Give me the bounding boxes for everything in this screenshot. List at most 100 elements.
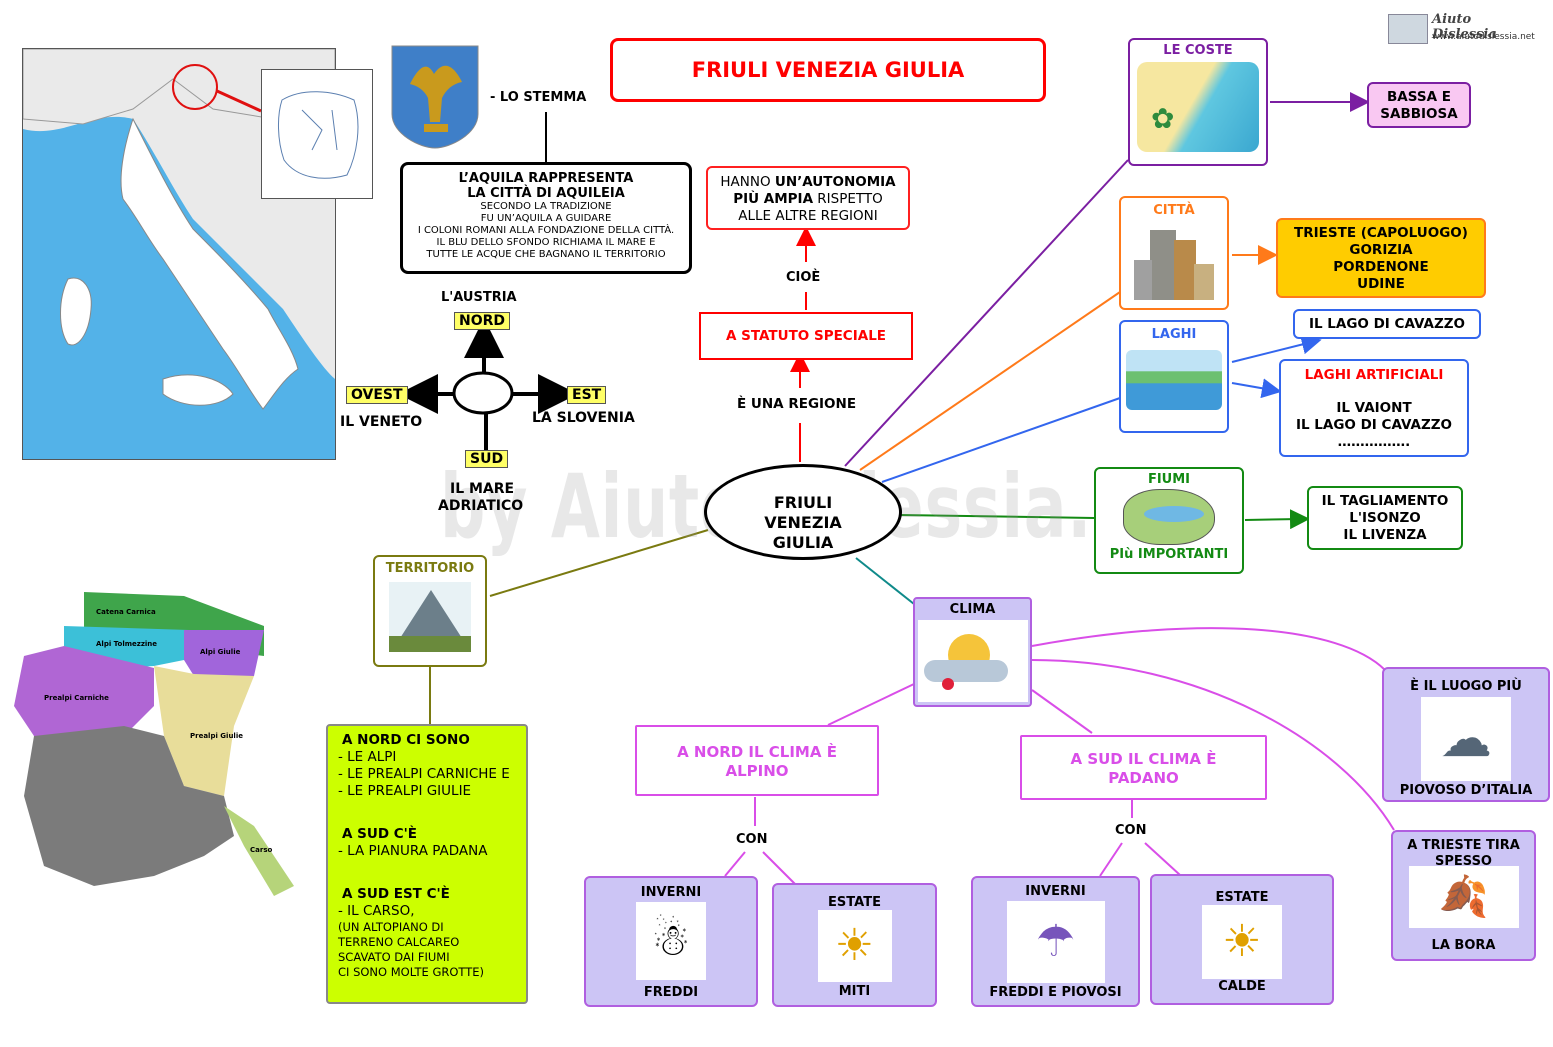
territorio-box: TERRITORIO <box>373 555 487 667</box>
wind-icon: 🍂 <box>1408 866 1519 928</box>
piovoso-title: È IL LUOGO PIÙ <box>1410 679 1522 694</box>
lago-cavazzo-box: IL LAGO DI CAVAZZO <box>1293 309 1481 339</box>
compass-north: NORD <box>454 312 511 330</box>
book-icon <box>1388 14 1428 44</box>
stemma-text-4: IL BLU DELLO SFONDO RICHIAMA IL MARE E <box>436 237 656 248</box>
piovoso-box: È IL LUOGO PIÙ ☁ PIOVOSO D’ITALIA <box>1382 667 1550 802</box>
hot-face-icon: ☀ <box>1202 905 1282 979</box>
citta-box: CITTÀ <box>1119 196 1229 310</box>
territorio-note: SCAVATO DAI FIUMI <box>338 950 450 964</box>
bora-title-1: A TRIESTE TIRA <box>1407 838 1520 853</box>
cold-face-icon: ☃ <box>636 902 706 980</box>
laghi-artificiali-item: ……………. <box>1337 434 1411 450</box>
sud-inverni-value: FREDDI E PIOVOSI <box>989 985 1122 1000</box>
weather-image <box>917 620 1028 702</box>
laghi-artificiali-item: IL LAGO DI CAVAZZO <box>1295 417 1453 433</box>
center-node-label: FRIULI VENEZIA GIULIA <box>764 493 842 552</box>
laghi-artificiali-item: IL VAIONT <box>1336 400 1412 416</box>
river-image <box>1123 489 1215 545</box>
territorio-note: TERRENO CALCAREO <box>338 935 460 949</box>
citta-item: TRIESTE (CAPOLUOGO) <box>1294 225 1468 241</box>
bora-box: A TRIESTE TIRA SPESSO 🍂 LA BORA <box>1391 830 1536 961</box>
con-label-sud: CON <box>1115 823 1147 838</box>
clima-sud-box: A SUD IL CLIMA È PADANO <box>1020 735 1267 800</box>
stemma-text-5: TUTTE LE ACQUE CHE BAGNANO IL TERRITORIO <box>426 249 666 260</box>
sud-estate-value: CALDE <box>1218 979 1266 994</box>
laghi-artificiali-title: LAGHI ARTIFICIALI <box>1304 367 1444 383</box>
citta-item: UDINE <box>1357 276 1405 292</box>
coste-box: LE COSTE ✿ <box>1128 38 1268 166</box>
autonomia-bold-1: UN’AUTONOMIA <box>774 174 896 190</box>
territorio-item: - IL CARSO, <box>338 903 415 919</box>
aiutodislessia-logo: Aiuto Dislessia www.aiutodislessia.net <box>1388 10 1538 50</box>
map-label: Alpi Tolmezzine <box>96 640 158 648</box>
fiumi-subtitle: PIù IMPORTANTI <box>1109 547 1229 562</box>
compass-south: SUD <box>465 450 509 468</box>
stemma-text-3: I COLONI ROMANI ALLA FONDAZIONE DELLA CI… <box>417 225 675 236</box>
fiumi-title: FIUMI <box>1147 472 1191 487</box>
territorio-title: TERRITORIO <box>385 561 475 576</box>
coste-result-1: BASSA E <box>1387 89 1451 105</box>
city-image <box>1130 224 1218 304</box>
coste-result-2: SABBIOSA <box>1380 106 1458 122</box>
stemma-text-2: FU UN’AQUILA A GUIDARE <box>480 213 612 224</box>
clima-sud-line: PADANO <box>1108 769 1179 787</box>
autonomia-pre: HANNO <box>720 174 775 190</box>
laghi-title: LAGHI <box>1151 327 1197 342</box>
sud-inverni-title: INVERNI <box>1025 884 1086 899</box>
piovoso-value: PIOVOSO D’ITALIA <box>1399 783 1533 798</box>
autonomia-post: RISPETTO <box>813 191 883 207</box>
territorio-nord-head: A NORD CI SONO <box>342 732 470 748</box>
fiumi-item: IL TAGLIAMENTO <box>1321 493 1449 509</box>
nord-estate-title: ESTATE <box>828 895 881 910</box>
map-label: Prealpi Giulie <box>190 732 243 740</box>
relief-map: Catena Carnica Alpi Tolmezzine Alpi Giul… <box>4 586 302 910</box>
mare-label-2: ADRIATICO <box>438 498 524 514</box>
compass-east: EST <box>567 386 607 404</box>
citta-item: PORDENONE <box>1333 259 1429 275</box>
italy-map <box>22 48 373 460</box>
map-label: Prealpi Carniche <box>44 694 109 702</box>
stemma-heading-1: L’AQUILA RAPPRESENTA <box>458 171 634 186</box>
nord-inverni-title: INVERNI <box>640 885 702 900</box>
sud-estate-box: ESTATE ☀ CALDE <box>1150 874 1334 1005</box>
slovenia-label: LA SLOVENIA <box>532 410 635 426</box>
laghi-artificiali-box: LAGHI ARTIFICIALI IL VAIONT IL LAGO DI C… <box>1279 359 1469 457</box>
map-label: Carso <box>250 846 273 854</box>
territorio-item: - LE ALPI <box>338 749 397 765</box>
compass-west: OVEST <box>346 386 408 404</box>
rain-face-icon: ☂ <box>1006 901 1105 983</box>
sud-inverni-box: INVERNI ☂ FREDDI E PIOVOSI <box>971 876 1140 1007</box>
fiumi-item: L'ISONZO <box>1349 510 1421 526</box>
autonomia-box: HANNO UN’AUTONOMIA PIÙ AMPIA RISPETTO AL… <box>706 166 910 230</box>
laghi-box: LAGHI <box>1119 320 1229 433</box>
rain-cloud-icon: ☁ <box>1421 697 1511 781</box>
citta-list-box: TRIESTE (CAPOLUOGO) GORIZIA PORDENONE UD… <box>1276 218 1486 298</box>
autonomia-line-3: ALLE ALTRE REGIONI <box>738 208 878 224</box>
fiumi-item: IL LIVENZA <box>1343 527 1427 543</box>
clima-nord-line: A NORD IL CLIMA È <box>677 743 837 761</box>
territorio-item: - LE PREALPI GIULIE <box>338 783 472 799</box>
nord-estate-box: ESTATE ☀ MITI <box>772 883 937 1007</box>
sun-face-icon: ☀ <box>817 910 892 982</box>
territorio-text-box: A NORD CI SONO - LE ALPI - LE PREALPI CA… <box>326 724 528 1004</box>
stemma-text-1: SECONDO LA TRADIZIONE <box>480 201 612 212</box>
bora-value: LA BORA <box>1431 938 1496 953</box>
map-label: Catena Carnica <box>96 608 156 616</box>
citta-item: GORIZIA <box>1349 242 1413 258</box>
clima-sud-line: A SUD IL CLIMA È <box>1070 750 1217 768</box>
lake-image <box>1126 350 1222 410</box>
mountain-image <box>389 582 471 652</box>
map-label: Alpi Giulie <box>200 648 241 656</box>
sud-estate-title: ESTATE <box>1215 890 1269 905</box>
nord-estate-value: MITI <box>838 984 871 999</box>
territorio-item: - LE PREALPI CARNICHE E <box>338 766 510 782</box>
center-node: FRIULI VENEZIA GIULIA <box>704 464 902 560</box>
beach-image: ✿ <box>1137 62 1259 152</box>
logo-url: www.aiutodislessia.net <box>1432 32 1535 42</box>
clima-nord-line: ALPINO <box>725 762 789 780</box>
clima-box: CLIMA <box>913 597 1032 707</box>
citta-title: CITTÀ <box>1153 203 1195 218</box>
autonomia-bold-2: PIÙ AMPIA <box>733 191 814 207</box>
